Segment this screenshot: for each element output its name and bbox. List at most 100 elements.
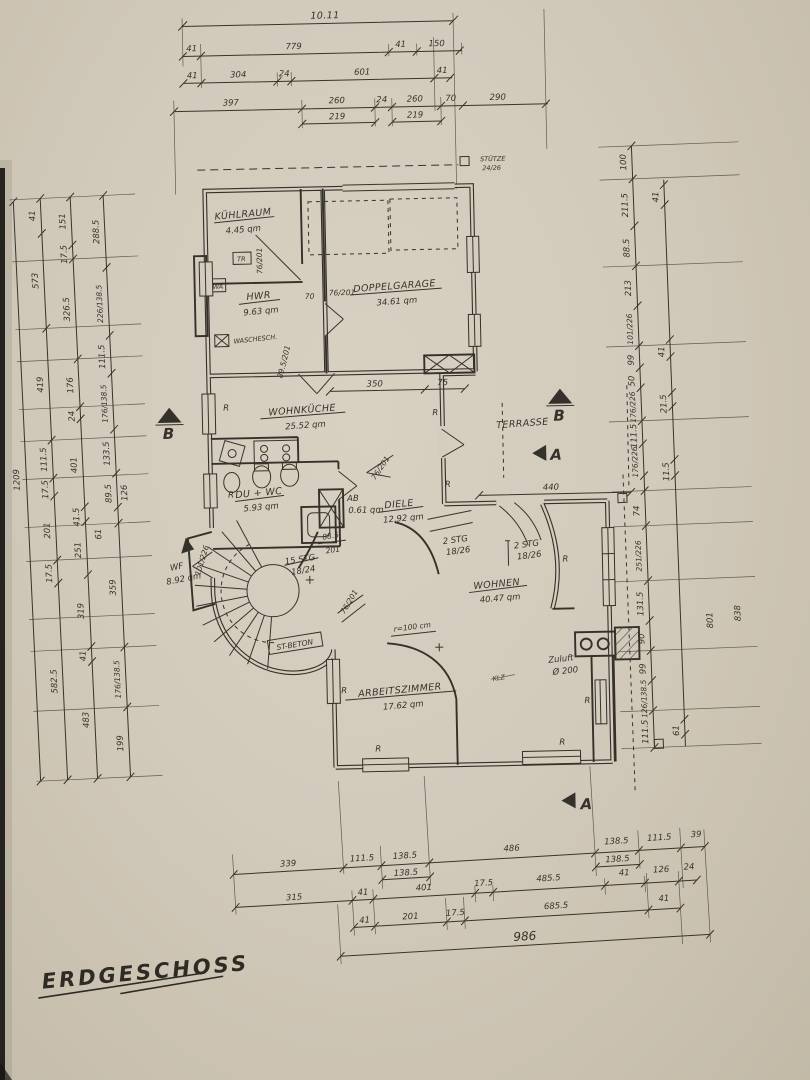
- r-marker: R: [562, 554, 568, 564]
- dim-label: 176/226: [628, 391, 638, 423]
- wa-label: WA: [213, 283, 224, 291]
- dim-label: 339: [280, 859, 297, 870]
- stairs-size: 18/24: [290, 564, 316, 578]
- section-b-arrow-icon: [157, 407, 182, 424]
- dim-label: 24: [279, 69, 290, 79]
- dim-block-right: 100 211.5 88.5 213 101/226 99 50 176/226…: [598, 141, 762, 792]
- dim-label: 99: [626, 354, 636, 365]
- klz-label: KLZ: [492, 673, 506, 683]
- dim-label: 486: [503, 843, 520, 854]
- property-marker: [617, 492, 628, 504]
- sink-icon: [280, 463, 300, 487]
- dim-label: 601: [354, 68, 370, 78]
- laundry-chute-symbol: [214, 334, 230, 348]
- room-area: 12.92 qm: [383, 512, 424, 526]
- kitchen-sink-icon: [218, 440, 246, 467]
- section-marks: B B A A: [155, 388, 592, 813]
- door-dim: 76/201: [255, 248, 265, 275]
- dim-label: 111.5: [350, 853, 375, 864]
- kitchen-bath-fixtures: WA TR: [208, 251, 300, 494]
- dim-block-bottom: 339 111.5 138.5 486 138.5 111.5 39 138.5…: [229, 766, 715, 965]
- dim-label: 319: [76, 603, 87, 620]
- dim-label: 350: [367, 379, 383, 389]
- dim-label: 138.5: [604, 836, 629, 847]
- dim-label: 17.5: [40, 480, 51, 499]
- dim-label: 11.5: [662, 462, 673, 481]
- dim-label: 685.5: [544, 901, 569, 912]
- zuluft-label: Zuluft: [547, 653, 575, 666]
- dim-label: 111.5: [647, 832, 672, 843]
- dim-label: 779: [285, 42, 301, 52]
- radius-label: r=100 cm: [393, 620, 431, 634]
- photo-edge: [0, 168, 5, 1080]
- dim-label: 151: [58, 213, 69, 230]
- zuluft-size: Ø 200: [551, 664, 579, 678]
- dim-label: 17.5: [446, 908, 465, 919]
- dim-block-left: 1209 41 573 419 111.5 17.5 201 17.5 582.…: [9, 190, 163, 786]
- steps-2stg: [427, 502, 542, 546]
- r-marker: R: [584, 696, 590, 706]
- r-marker: R: [445, 480, 451, 490]
- stuetze-symbol: [459, 155, 470, 167]
- dim-label: 201: [42, 522, 53, 539]
- dim-label: 131.5: [636, 592, 647, 617]
- shutter-markers: R R R R R R R R R: [223, 404, 590, 755]
- section-a-arrow-icon: [561, 792, 576, 809]
- room-area: 9.63 qm: [243, 305, 279, 318]
- dim-label: 359: [108, 579, 119, 596]
- dim-label: 251: [73, 542, 84, 559]
- room-name: DIELE: [384, 498, 414, 512]
- dim-label: 61: [672, 725, 682, 736]
- dim-label: 111.5: [39, 447, 50, 472]
- dim-label: 573: [31, 272, 42, 289]
- room-area: 40.47 qm: [479, 592, 520, 606]
- photo-edge-shadow: [0, 160, 12, 1080]
- dim-label: 126: [653, 865, 670, 876]
- dim-label: 24: [683, 862, 694, 873]
- dim-label: 401: [415, 883, 432, 894]
- room-name: WASCHESCH.: [233, 333, 277, 346]
- page-title: ERDGESCHOSS: [41, 951, 250, 994]
- dim-label: 199: [116, 735, 127, 752]
- dim-label: 41: [619, 868, 630, 879]
- outer-walls: [186, 179, 615, 770]
- room-name: WF: [169, 561, 184, 573]
- roof-overhang: STÜTZE 24/26: [197, 154, 506, 172]
- dim-label: 290: [490, 93, 506, 103]
- dim-label: 41: [79, 650, 89, 661]
- dim-label: 17.5: [474, 878, 493, 889]
- door-dim: 76/201: [369, 454, 391, 481]
- dim-label: 176/138.5: [112, 660, 123, 699]
- dim-label: 219: [329, 112, 345, 122]
- dim-label: 41: [658, 894, 669, 905]
- room-name: ARBEITSZIMMER: [357, 681, 442, 700]
- dim-label: 401: [69, 457, 80, 474]
- dim-label: 111.5: [640, 719, 651, 744]
- dim-label: 219: [407, 110, 423, 120]
- dim-label: 50: [627, 375, 637, 386]
- dim-label: 201: [402, 912, 419, 923]
- r-marker: R: [228, 490, 234, 500]
- door-dim: 70: [305, 292, 315, 301]
- r-marker: R: [341, 686, 347, 696]
- dim-label: 133.5: [102, 441, 113, 466]
- dim-label: 41: [437, 66, 448, 76]
- stuetze-label: STÜTZE: [480, 154, 506, 164]
- dim-label: 304: [230, 70, 246, 80]
- dim-label: 260: [407, 94, 423, 104]
- dim-label: 24: [67, 411, 77, 422]
- photo-corner: [0, 1062, 12, 1080]
- dim-label: 986: [513, 929, 537, 944]
- door-dim: 76/201: [329, 288, 356, 298]
- r-marker: R: [223, 404, 229, 414]
- dim-label: 41: [28, 210, 38, 221]
- tr-symbol: [232, 251, 252, 265]
- stairs-size: 18/26: [517, 549, 543, 562]
- dim-label: 150: [428, 39, 444, 49]
- dim-label: 483: [81, 712, 92, 729]
- chimney: [613, 626, 641, 661]
- dim-label: 1209: [12, 469, 23, 491]
- r-marker: R: [375, 744, 381, 754]
- dim-label: 41: [359, 915, 370, 926]
